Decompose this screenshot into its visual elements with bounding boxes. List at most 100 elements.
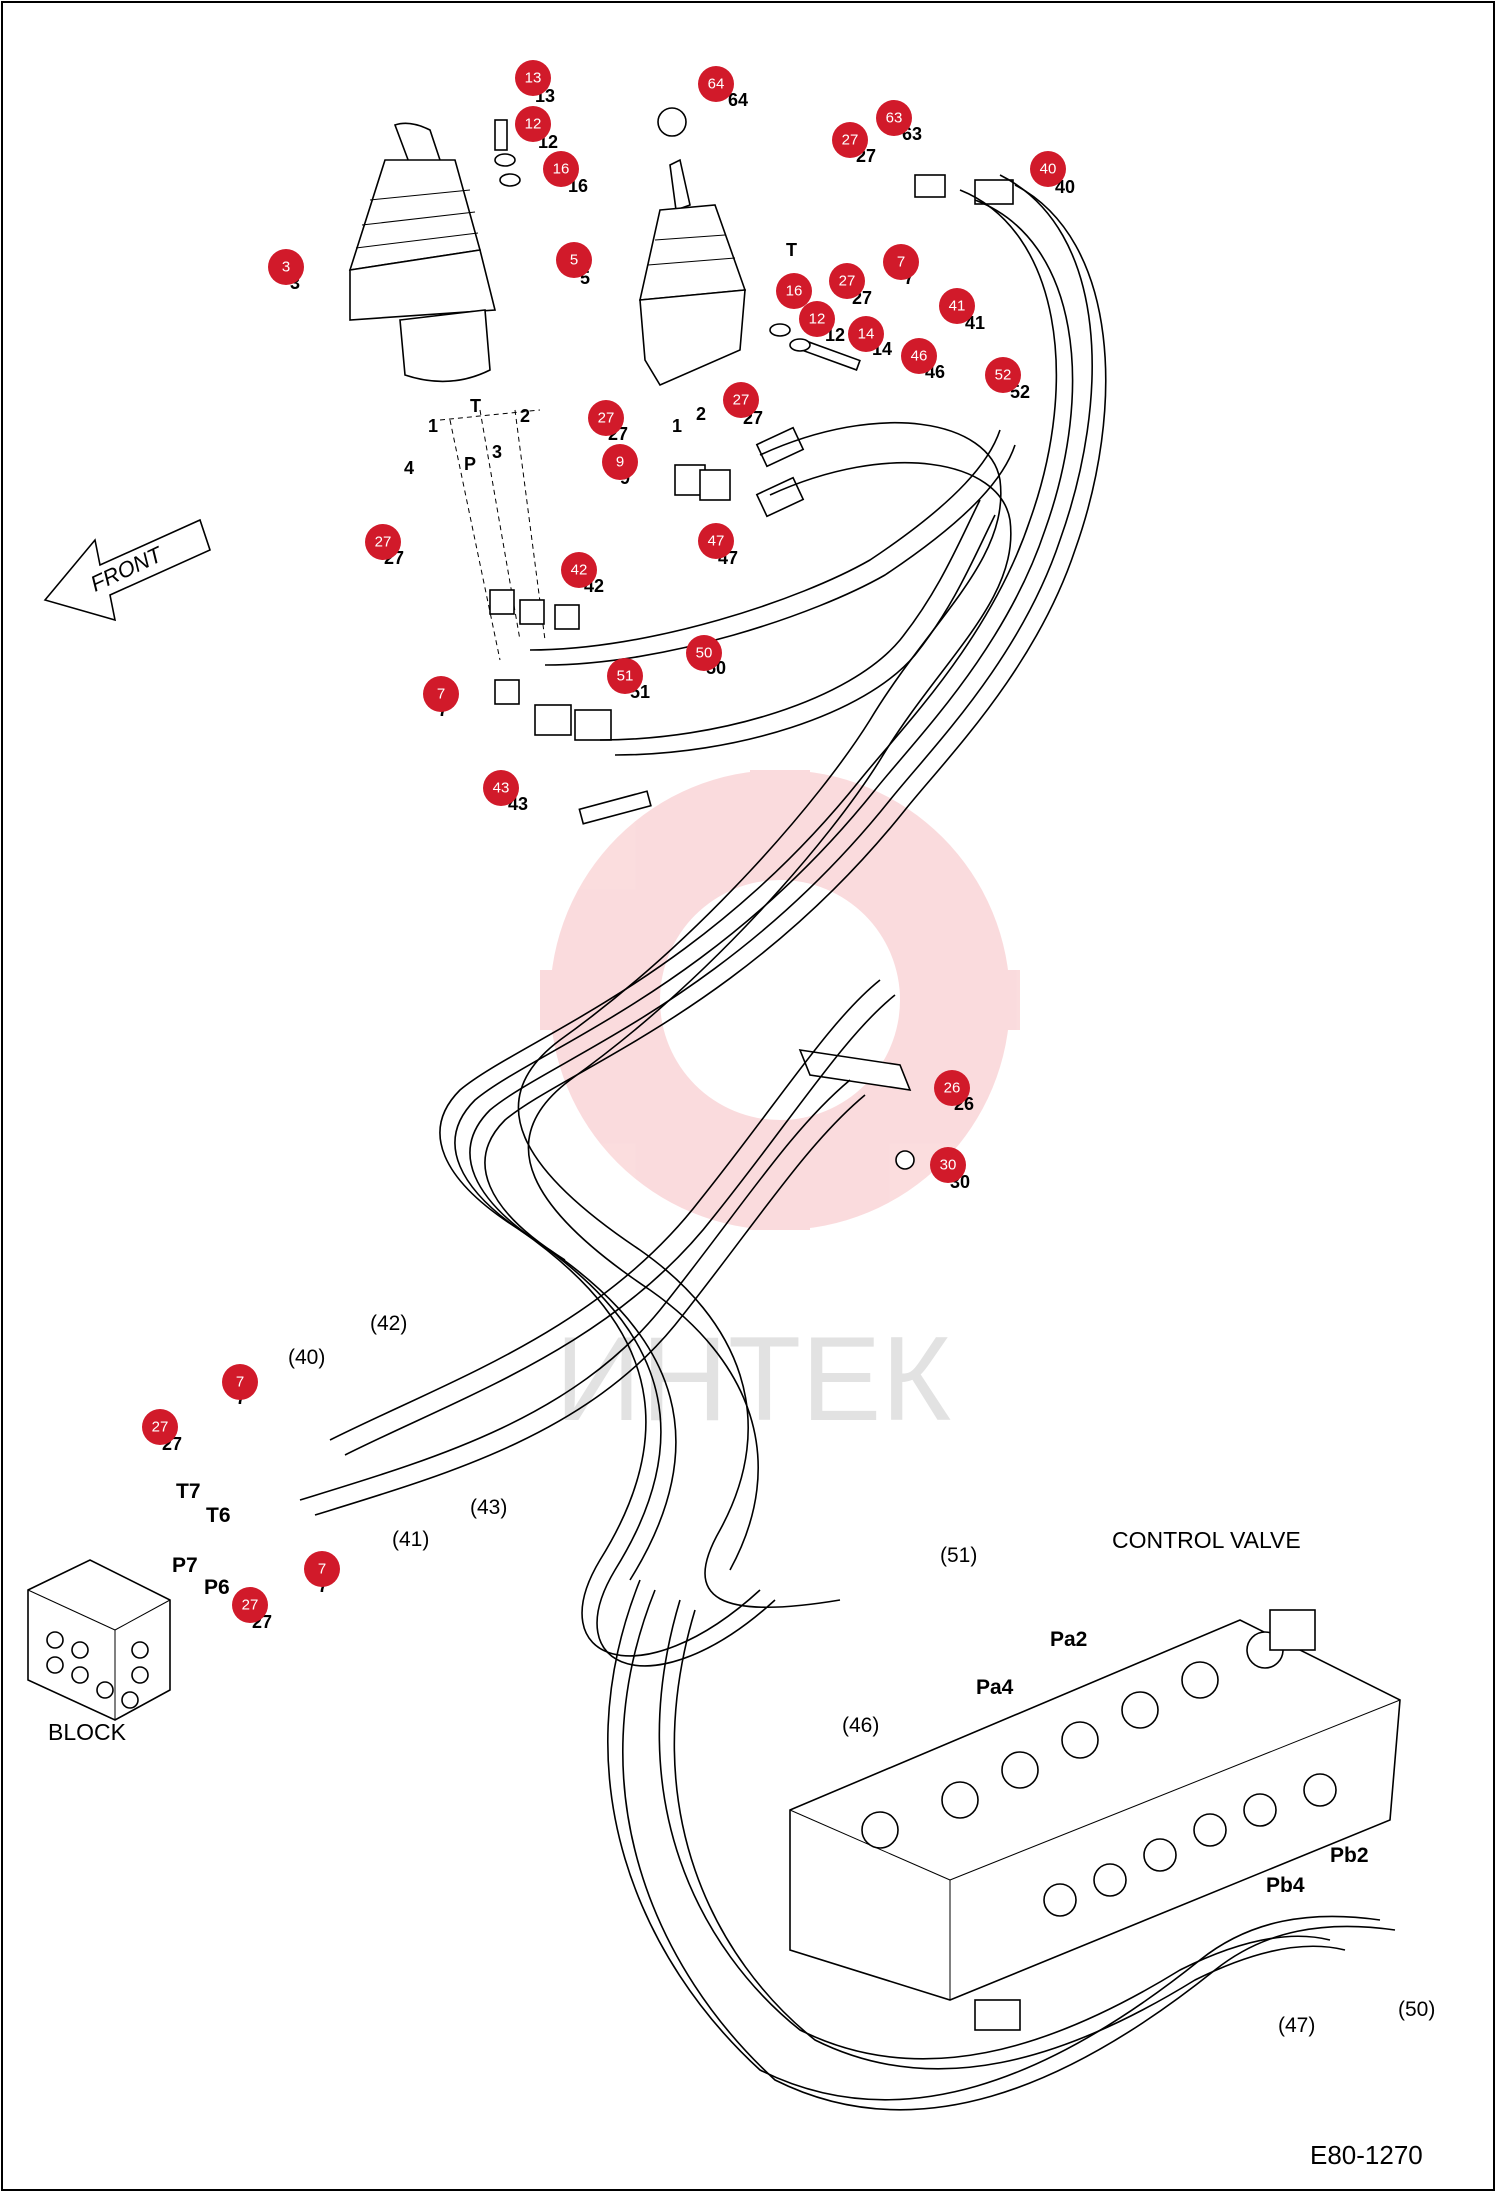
callout-27-e-text: 27 [375, 534, 392, 551]
callout-9-text: 9 [616, 454, 624, 471]
ref-42: (42) [370, 1312, 407, 1335]
callout-16-top-text: 16 [553, 161, 570, 178]
callout-16-mid-text: 16 [786, 283, 803, 300]
callout-5[interactable]: 5 [556, 242, 592, 278]
callout-26[interactable]: 26 [934, 1070, 970, 1106]
callout-27-c-text: 27 [598, 410, 615, 427]
callout-46[interactable]: 46 [901, 338, 937, 374]
port-Pb2: Pb2 [1330, 1844, 1369, 1867]
port-Pb4: Pb4 [1266, 1874, 1305, 1897]
callout-27-f-text: 27 [152, 1419, 169, 1436]
label-1-right: 1 [672, 416, 682, 436]
ref-51: (51) [940, 1544, 977, 1567]
callout-51-text: 51 [617, 668, 634, 685]
callout-27-f[interactable]: 27 [142, 1409, 178, 1445]
callout-27-a[interactable]: 27 [832, 122, 868, 158]
callout-40[interactable]: 40 [1030, 151, 1066, 187]
port-Pa2: Pa2 [1050, 1628, 1087, 1651]
ref-41: (41) [392, 1528, 429, 1551]
callout-14[interactable]: 14 [848, 316, 884, 352]
port-P7: P7 [172, 1554, 198, 1577]
callout-52-text: 52 [995, 367, 1012, 384]
label-2-right: 2 [696, 404, 706, 424]
callout-27-g[interactable]: 27 [232, 1587, 268, 1623]
callout-12-mid-text: 12 [809, 311, 826, 328]
callout-7-block-top-text: 7 [236, 1374, 244, 1391]
label-4: 4 [404, 458, 414, 478]
callout-50[interactable]: 50 [686, 635, 722, 671]
drawing-code: E80-1270 [1310, 2140, 1423, 2170]
callout-27-d[interactable]: 27 [723, 382, 759, 418]
front-arrow: FRONT [43, 518, 211, 622]
port-Pa4: Pa4 [976, 1676, 1014, 1699]
callout-9[interactable]: 9 [602, 444, 638, 480]
control-valve-label: CONTROL VALVE [1112, 1527, 1301, 1553]
callout-7-block-bottom-text: 7 [318, 1561, 326, 1578]
callout-7-top-text: 7 [897, 254, 905, 271]
ref-46: (46) [842, 1714, 879, 1737]
callout-64[interactable]: 64 [698, 66, 734, 102]
callout-50-text: 50 [696, 645, 713, 662]
ref-47: (47) [1278, 2014, 1315, 2037]
callout-13-text: 13 [525, 70, 542, 87]
callout-16-mid[interactable]: 16 [776, 273, 812, 309]
callout-64-text: 64 [708, 76, 725, 93]
callout-43-text: 43 [493, 780, 510, 797]
callout-7-top[interactable]: 7 [883, 244, 919, 280]
callout-47-text: 47 [708, 533, 725, 550]
control-valve-component [789, 1609, 1401, 2031]
callout-47[interactable]: 47 [698, 523, 734, 559]
callout-27-d-text: 27 [733, 392, 750, 409]
callout-7-block-bottom[interactable]: 7 [304, 1551, 340, 1587]
callout-7-mid[interactable]: 7 [423, 676, 459, 712]
callout-markers: 13 12 16 64 3 5 27 63 40 7 16 27 41 12 1… [142, 60, 1066, 1623]
callout-5-text: 5 [570, 252, 578, 269]
callout-7-block-top[interactable]: 7 [222, 1364, 258, 1400]
label-T-right: T [786, 240, 797, 260]
hose-references: (40) (42) (41) (43) (51) (46) (47) (50) [288, 1312, 1435, 2037]
ref-50: (50) [1398, 1998, 1435, 2021]
callout-40-text: 40 [1040, 161, 1057, 178]
label-3: 3 [290, 273, 300, 293]
callout-27-e[interactable]: 27 [365, 524, 401, 560]
callout-27-g-text: 27 [242, 1597, 259, 1614]
callout-51[interactable]: 51 [607, 658, 643, 694]
callout-13[interactable]: 13 [515, 60, 551, 96]
port-T6: T6 [206, 1504, 231, 1527]
callout-27-b-text: 27 [839, 273, 856, 290]
callout-63-text: 63 [886, 110, 903, 127]
callout-52[interactable]: 52 [985, 357, 1021, 393]
label-3-port: 3 [492, 442, 502, 462]
callout-30-text: 30 [940, 1157, 957, 1174]
label-2-left: 2 [520, 406, 530, 426]
joystick-left [348, 122, 497, 383]
port-labels: T7 T6 P7 P6 Pa2 Pa4 Pb2 Pb4 [172, 1480, 1369, 1897]
callout-7-mid-text: 7 [437, 686, 445, 703]
callout-14-text: 14 [858, 326, 875, 343]
callout-27-b[interactable]: 27 [829, 263, 865, 299]
label-P: P [464, 454, 476, 474]
block-label: BLOCK [48, 1719, 127, 1745]
callout-27-c[interactable]: 27 [588, 400, 624, 436]
label-64: 64 [728, 90, 748, 110]
callout-16-top[interactable]: 16 [543, 151, 579, 187]
callout-63[interactable]: 63 [876, 100, 912, 136]
callout-42-text: 42 [571, 562, 588, 579]
label-5: 5 [580, 268, 590, 288]
callout-12-top-text: 12 [525, 116, 542, 133]
callout-3[interactable]: 3 [268, 249, 304, 285]
callout-12-mid[interactable]: 12 [799, 301, 835, 337]
port-T7: T7 [176, 1480, 201, 1503]
callout-3-text: 3 [282, 259, 290, 276]
block-component [27, 1559, 171, 1721]
label-T-left: T [470, 396, 481, 416]
callout-42[interactable]: 42 [561, 552, 597, 588]
callout-30[interactable]: 30 [930, 1147, 966, 1183]
port-P6: P6 [204, 1576, 230, 1599]
callout-41[interactable]: 41 [939, 288, 975, 324]
callout-27-a-text: 27 [842, 132, 859, 149]
callout-43[interactable]: 43 [483, 770, 519, 806]
callout-12-top[interactable]: 12 [515, 106, 551, 142]
